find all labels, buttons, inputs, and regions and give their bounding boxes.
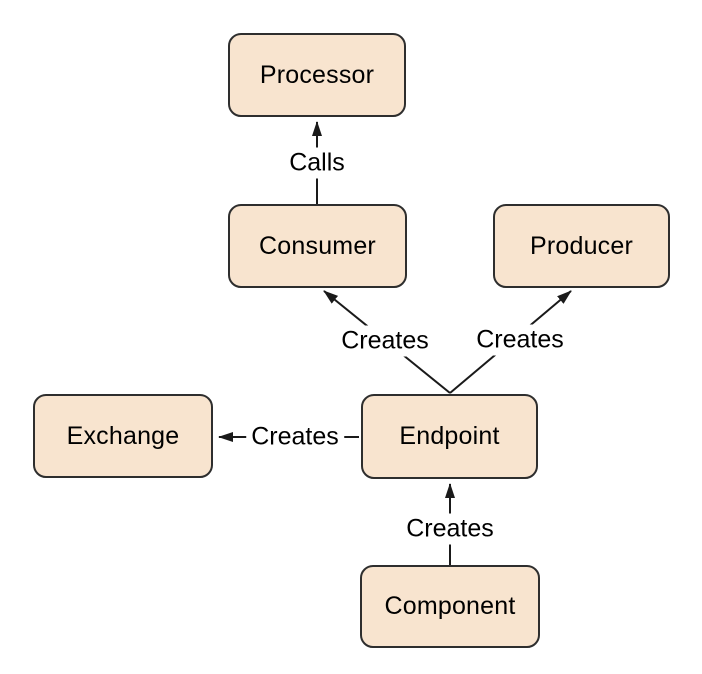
edge-label-creates-producer: Creates	[471, 324, 569, 356]
node-producer-label: Producer	[529, 231, 634, 260]
node-component-label: Component	[384, 592, 516, 620]
node-component: Component	[360, 565, 540, 648]
edge-label-creates-consumer: Creates	[336, 325, 434, 357]
node-processor-label: Processor	[259, 60, 375, 89]
node-endpoint: Endpoint	[361, 394, 538, 479]
node-processor: Processor	[228, 33, 406, 117]
node-endpoint-label: Endpoint	[399, 422, 500, 450]
node-producer: Producer	[493, 204, 670, 288]
node-consumer: Consumer	[228, 204, 407, 288]
node-exchange: Exchange	[33, 394, 213, 478]
edge-label-creates-exchange: Creates	[246, 421, 344, 453]
edge-label-creates-component: Creates	[401, 513, 499, 545]
edge-label-calls: Calls	[284, 147, 350, 179]
node-exchange-label: Exchange	[66, 421, 180, 450]
node-consumer-label: Consumer	[259, 231, 376, 260]
